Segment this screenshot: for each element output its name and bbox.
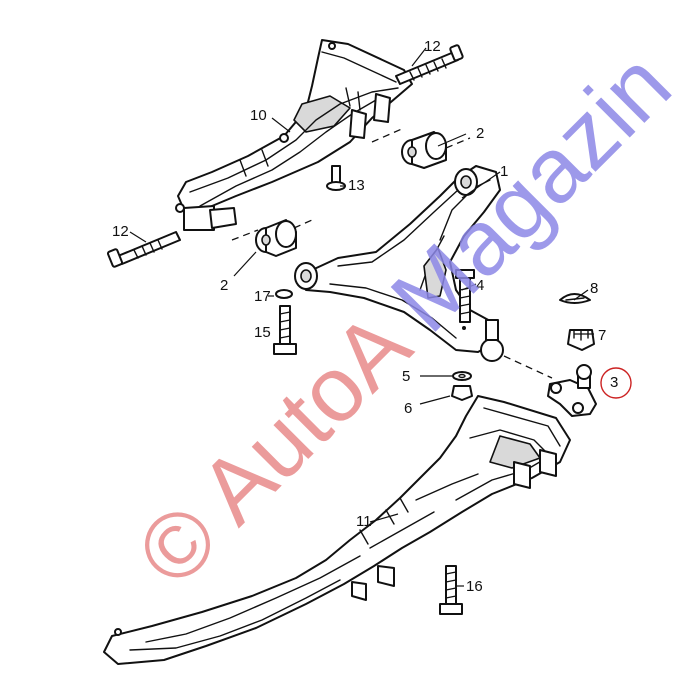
bushing-2-upper bbox=[371, 127, 471, 169]
callout-11: 11 bbox=[356, 513, 372, 530]
callout-13: 13 bbox=[348, 177, 365, 194]
callout-6: 6 bbox=[404, 400, 412, 417]
callout-3: 3 bbox=[610, 374, 618, 391]
bolt-12-left bbox=[106, 231, 181, 268]
callout-2-lower: 2 bbox=[220, 277, 228, 294]
callout-5: 5 bbox=[402, 368, 410, 385]
leader-lines bbox=[129, 47, 594, 587]
callout-1: 1 bbox=[500, 163, 508, 180]
bolt-16 bbox=[439, 565, 463, 615]
bolt-15 bbox=[273, 305, 297, 355]
callout-7: 7 bbox=[598, 327, 606, 344]
callout-12-top: 12 bbox=[424, 38, 441, 55]
bushing-2-lower bbox=[231, 219, 313, 257]
callout-labels: 1 2 2 3 4 5 6 7 8 10 11 12 12 13 15 16 1… bbox=[112, 38, 618, 595]
castle-nut-7 bbox=[567, 329, 595, 351]
washer-5 bbox=[452, 371, 472, 381]
callout-4: 4 bbox=[476, 277, 484, 294]
highlight-circle bbox=[600, 367, 632, 399]
callout-2-upper: 2 bbox=[476, 125, 484, 142]
callout-17: 17 bbox=[254, 288, 271, 305]
upper-crossmember bbox=[175, 39, 413, 231]
bolt-12-top bbox=[395, 44, 464, 85]
lower-subframe-rail bbox=[103, 395, 571, 665]
cotter-pin-8 bbox=[559, 293, 591, 304]
washer-17 bbox=[275, 289, 293, 299]
callout-8: 8 bbox=[590, 280, 598, 297]
screw-13 bbox=[326, 165, 346, 191]
control-arm bbox=[294, 165, 504, 362]
callout-12-left: 12 bbox=[112, 223, 129, 240]
nut-6 bbox=[451, 385, 473, 401]
callout-15: 15 bbox=[254, 324, 271, 341]
callout-16: 16 bbox=[466, 578, 483, 595]
ball-joint-3 bbox=[503, 355, 597, 417]
callout-10: 10 bbox=[250, 107, 267, 124]
